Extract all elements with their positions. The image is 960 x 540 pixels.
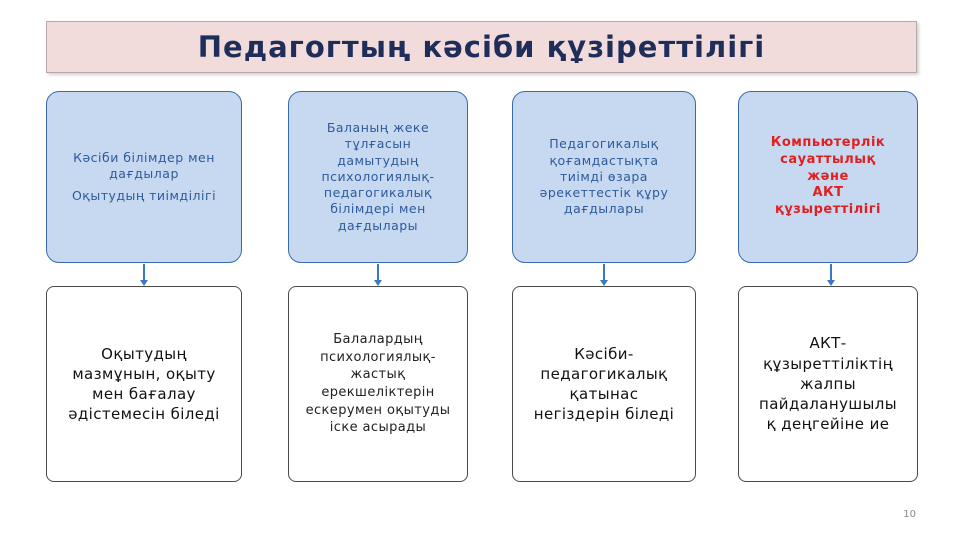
competency-4-line-4: АКТ (812, 185, 844, 201)
outcome-1-line-4: әдістемесін біледі (68, 405, 220, 424)
outcome-4-line-1: АКТ- (809, 334, 847, 353)
competency-2-line-3: дамытудың (337, 152, 419, 168)
competency-3-line-1: Педагогикалық (549, 136, 659, 152)
competency-text-4: Компьютерлік сауаттылық және АКТ құзырет… (771, 135, 885, 219)
outcome-4-line-4: пайдаланушылы (759, 395, 897, 414)
outcome-text-3: Кәсіби- педагогикалық қатынас негіздерін… (534, 344, 675, 425)
competency-4-line-5: құзыреттілігі (775, 202, 881, 218)
outcome-2-line-6: іске асырады (329, 420, 427, 436)
outcome-2-line-5: ескерумен оқытуды (305, 402, 451, 418)
competency-text-2: Баланың жеке тұлғасын дамытудың психолог… (322, 120, 435, 234)
competency-3-line-5: дағдылары (563, 201, 645, 217)
competency-box-3: Педагогикалық қоғамдастықта тиімді өзара… (512, 91, 696, 263)
competency-4-line-1: Компьютерлік (770, 134, 886, 150)
slide-title: Педагогтың кәсіби құзіреттілігі (197, 30, 766, 64)
outcome-2-line-2: психологиялық- (320, 349, 436, 365)
competency-box-1: Кәсіби білімдер мен дағдылар Оқытудың ти… (46, 91, 242, 263)
outcome-box-2: Балалардың психологиялық- жастық ерекшел… (288, 286, 468, 482)
outcome-1-line-1: Оқытудың (101, 344, 187, 363)
title-banner: Педагогтың кәсіби құзіреттілігі (46, 21, 917, 73)
outcome-3-line-2: педагогикалық (540, 364, 668, 383)
competency-box-4: Компьютерлік сауаттылық және АКТ құзырет… (738, 91, 918, 263)
outcome-box-3: Кәсіби- педагогикалық қатынас негіздерін… (512, 286, 696, 482)
outcome-2-line-1: Балалардың (333, 332, 423, 348)
competency-4-line-2: сауаттылық (780, 151, 876, 167)
competency-1-line-2: Оқытудың тиімділігі (71, 187, 217, 203)
competency-3-line-3: тиімді өзара (560, 168, 648, 184)
competency-box-2: Баланың жеке тұлғасын дамытудың психолог… (288, 91, 468, 263)
competency-3-line-4: әрекеттестік құру (539, 185, 669, 201)
competency-text-1: Кәсіби білімдер мен дағдылар Оқытудың ти… (55, 150, 233, 204)
competency-text-3: Педагогикалық қоғамдастықта тиімді өзара… (540, 136, 669, 217)
outcome-1-line-3: мен бағалау (92, 385, 196, 403)
outcome-3-line-1: Кәсіби- (574, 344, 634, 363)
arrow-down-icon-3 (600, 264, 608, 286)
outcome-text-2: Балалардың психологиялық- жастық ерекшел… (306, 331, 451, 436)
outcome-3-line-4: негіздерін біледі (533, 405, 675, 424)
competency-2-line-2: тұлғасын (344, 136, 412, 152)
outcome-box-4: АКТ- құзыреттіліктің жалпы пайдаланушылы… (738, 286, 918, 482)
outcome-1-line-2: мазмұнын, оқыту (72, 364, 216, 383)
arrow-down-icon-4 (827, 264, 835, 286)
outcome-text-1: Оқытудың мазмұнын, оқыту мен бағалау әді… (68, 344, 220, 425)
competency-2-line-6: білімдері мен (330, 201, 426, 217)
arrow-down-icon-2 (374, 264, 382, 286)
competency-3-line-2: қоғамдастықта (549, 152, 659, 168)
competency-2-line-4: психологиялық- (321, 168, 435, 184)
outcome-3-line-3: қатынас (569, 385, 639, 403)
competency-4-line-3: және (807, 168, 849, 184)
arrow-down-icon-1 (140, 264, 148, 286)
competency-2-line-7: дағдылары (337, 217, 419, 233)
outcome-2-line-3: жастық (350, 367, 406, 383)
competency-1-line-1: Кәсіби білімдер мен дағдылар (73, 150, 215, 182)
page-number: 10 (903, 509, 916, 520)
outcome-2-line-4: ерекшеліктерін (321, 385, 435, 400)
outcome-box-1: Оқытудың мазмұнын, оқыту мен бағалау әді… (46, 286, 242, 482)
outcome-4-line-3: жалпы (800, 374, 856, 393)
outcome-4-line-5: қ деңгейіне ие (766, 415, 890, 434)
outcome-4-line-2: құзыреттіліктің (763, 354, 893, 373)
outcome-text-4: АКТ- құзыреттіліктің жалпы пайдаланушылы… (759, 333, 897, 434)
competency-2-line-1: Баланың жеке (326, 120, 430, 136)
competency-2-line-5: педагогикалық (323, 185, 433, 201)
